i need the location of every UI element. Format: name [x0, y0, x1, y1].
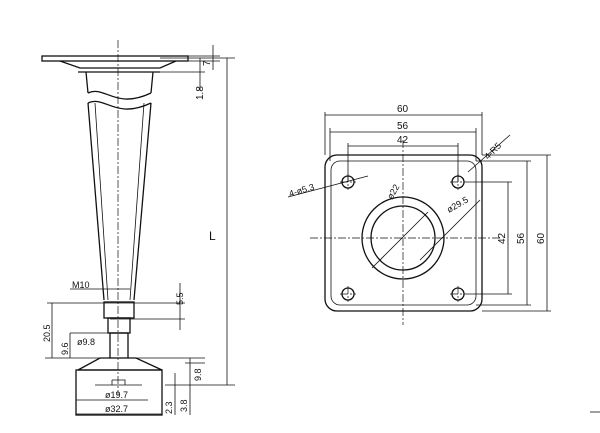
dim-width-60: 60 — [397, 104, 409, 115]
dim-9-8: 9.8 — [193, 368, 203, 381]
centerlines — [310, 140, 500, 325]
thread-nut — [103, 301, 135, 319]
dimension-lines-upper — [155, 45, 235, 386]
vertical-dimension-lines — [466, 154, 551, 312]
break-line — [87, 90, 152, 110]
dim-height-42: 42 — [497, 232, 508, 244]
dim-9-6: 9.6 — [60, 342, 70, 355]
side-view: 7 1.8 L M10 5.5 20.5 9.6 ø9.8 9.8 3.8 2.… — [41, 40, 235, 416]
dim-L: L — [209, 229, 216, 243]
dim-7: 7 — [202, 60, 213, 66]
horizontal-dimension-lines — [324, 112, 483, 182]
tube-top — [85, 71, 154, 94]
dim-base-diameter: ø32.7 — [105, 404, 128, 414]
dimension-lines-lower — [45, 283, 205, 415]
base-pad — [75, 369, 163, 416]
plate-outline — [324, 154, 483, 312]
dim-holes: 4-ø5.3 — [288, 182, 316, 199]
plate-flange — [59, 60, 177, 69]
thread-stem — [107, 317, 131, 334]
top-view: 60 56 42 42 56 60 4-ø5.3 4-R5 ø22 ø29.5 — [288, 104, 551, 325]
dim-stem-diameter: ø9.8 — [77, 337, 95, 347]
dim-1-8: 1.8 — [195, 86, 206, 100]
pad-insert — [95, 379, 142, 386]
plate-inner-outline — [330, 160, 477, 306]
tapered-tube — [87, 102, 152, 301]
dim-width-42: 42 — [397, 135, 409, 146]
dim-20-5: 20.5 — [42, 324, 52, 342]
base-cone — [77, 357, 163, 371]
dim-2-3: 2.3 — [164, 401, 174, 414]
dim-width-56: 56 — [397, 121, 409, 132]
mounting-plate — [41, 55, 189, 62]
dim-height-56: 56 — [516, 232, 527, 244]
leader-lines — [287, 134, 511, 269]
dim-inner-circle: ø22 — [385, 183, 401, 201]
dim-3-8: 3.8 — [179, 399, 189, 412]
dim-M10: M10 — [72, 280, 90, 290]
stem — [109, 332, 129, 359]
dim-pad-inner-diameter: ø19.7 — [105, 390, 128, 400]
dim-5-5: 5.5 — [175, 292, 185, 305]
dim-outer-circle: ø29.5 — [445, 195, 470, 215]
dim-height-60: 60 — [536, 232, 547, 244]
tube-inner-line — [94, 102, 145, 301]
